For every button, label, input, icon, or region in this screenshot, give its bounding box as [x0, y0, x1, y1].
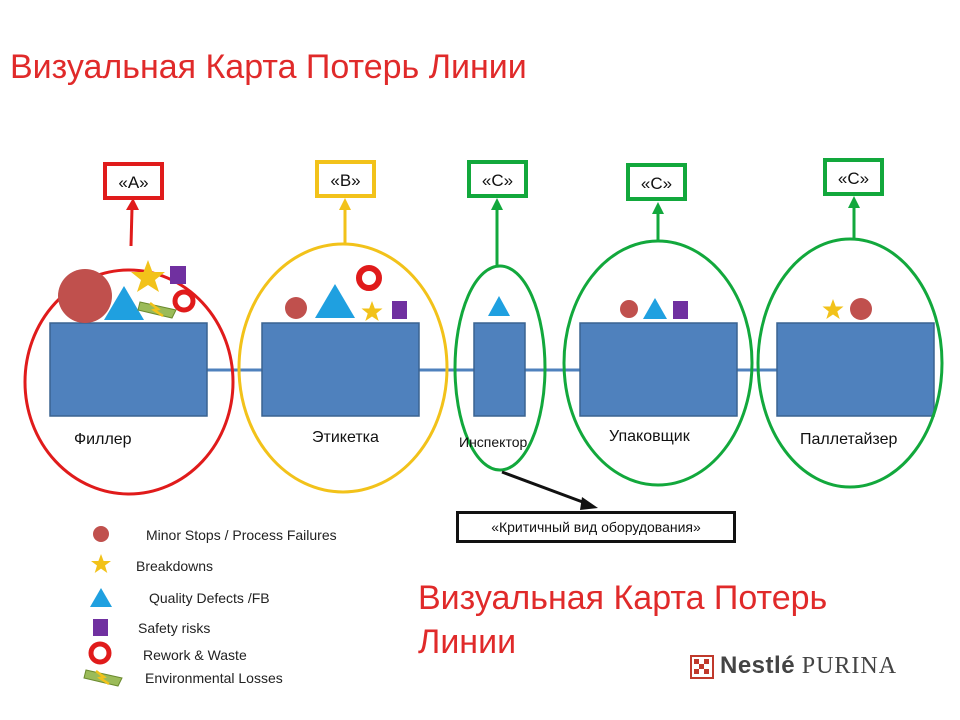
critical-equipment-arrow — [501, 470, 598, 510]
legend-label-environmental: Environmental Losses — [145, 670, 283, 686]
critical-equipment-note: «Критичный вид оборудования» — [456, 511, 736, 543]
grade-arrow-packer — [652, 202, 664, 241]
quality-defect-icon — [104, 286, 144, 320]
grade-box-palletizer: «C» — [823, 158, 884, 196]
station-label-palletizer: Паллетайзер — [800, 431, 898, 448]
lightning-icon — [83, 669, 123, 687]
rework-waste-icon — [172, 289, 196, 313]
station-ellipse-palletizer — [756, 237, 944, 489]
station-label-inspector: Инспектор — [459, 434, 528, 450]
machine-inspector — [473, 322, 526, 417]
star-icon — [91, 554, 111, 573]
legend-label-minor-stops: Minor Stops / Process Failures — [146, 527, 337, 543]
grade-arrow-labeler — [339, 198, 351, 244]
minor-stop-icon — [285, 297, 307, 319]
machine-packer — [579, 322, 738, 417]
machine-labeler — [261, 322, 420, 417]
rework-waste-icon — [356, 265, 382, 291]
legend-label-breakdowns: Breakdowns — [136, 558, 214, 574]
safety-risk-icon — [392, 301, 407, 319]
brand-logo: Nestlé PURINA — [690, 652, 897, 680]
circle-icon — [93, 526, 109, 542]
grade-box-inspector: «C» — [467, 160, 528, 198]
quality-defect-icon — [315, 284, 355, 318]
page-title: Визуальная Карта Потерь Линии — [10, 48, 527, 86]
station-ellipse-labeler — [237, 242, 449, 494]
grade-box-filler: «A» — [103, 162, 164, 200]
station-label-labeler: Этикетка — [312, 429, 379, 446]
breakdown-icon — [131, 260, 165, 292]
minor-stop-icon — [58, 269, 112, 323]
safety-risk-icon — [170, 266, 186, 284]
brand-nestle: Nestlé — [720, 652, 796, 679]
safety-risk-icon — [673, 301, 688, 319]
quality-defect-icon — [488, 296, 510, 316]
triangle-icon — [90, 588, 112, 607]
grade-arrow-filler — [126, 198, 139, 247]
station-label-packer: Упаковщик — [609, 428, 690, 445]
ring-icon — [88, 641, 112, 665]
environmental-loss-icon — [137, 301, 177, 319]
grade-arrow-palletizer — [848, 196, 860, 238]
nestle-logo-mark — [690, 655, 714, 679]
station-ellipse-filler — [23, 268, 235, 496]
station-ellipse-inspector — [453, 264, 547, 472]
machine-palletizer — [776, 322, 935, 417]
brand-purina: PURINA — [801, 653, 898, 679]
minor-stop-icon — [620, 300, 638, 318]
legend-label-quality-defects: Quality Defects /FB — [149, 590, 270, 606]
breakdown-icon — [822, 299, 844, 319]
station-label-filler: Филлер — [74, 431, 132, 448]
grade-box-packer: «C» — [626, 163, 687, 201]
square-icon — [93, 619, 108, 636]
grade-arrow-inspector — [491, 198, 503, 266]
grade-box-labeler: «B» — [315, 160, 376, 198]
machine-filler — [49, 322, 208, 417]
legend-label-safety-risks: Safety risks — [138, 620, 211, 636]
lower-title: Визуальная Карта Потерь Линии — [418, 579, 828, 661]
quality-defect-icon — [643, 298, 667, 319]
breakdown-icon — [361, 301, 383, 321]
legend-label-rework-waste: Rework & Waste — [143, 647, 247, 663]
minor-stop-icon — [850, 298, 872, 320]
